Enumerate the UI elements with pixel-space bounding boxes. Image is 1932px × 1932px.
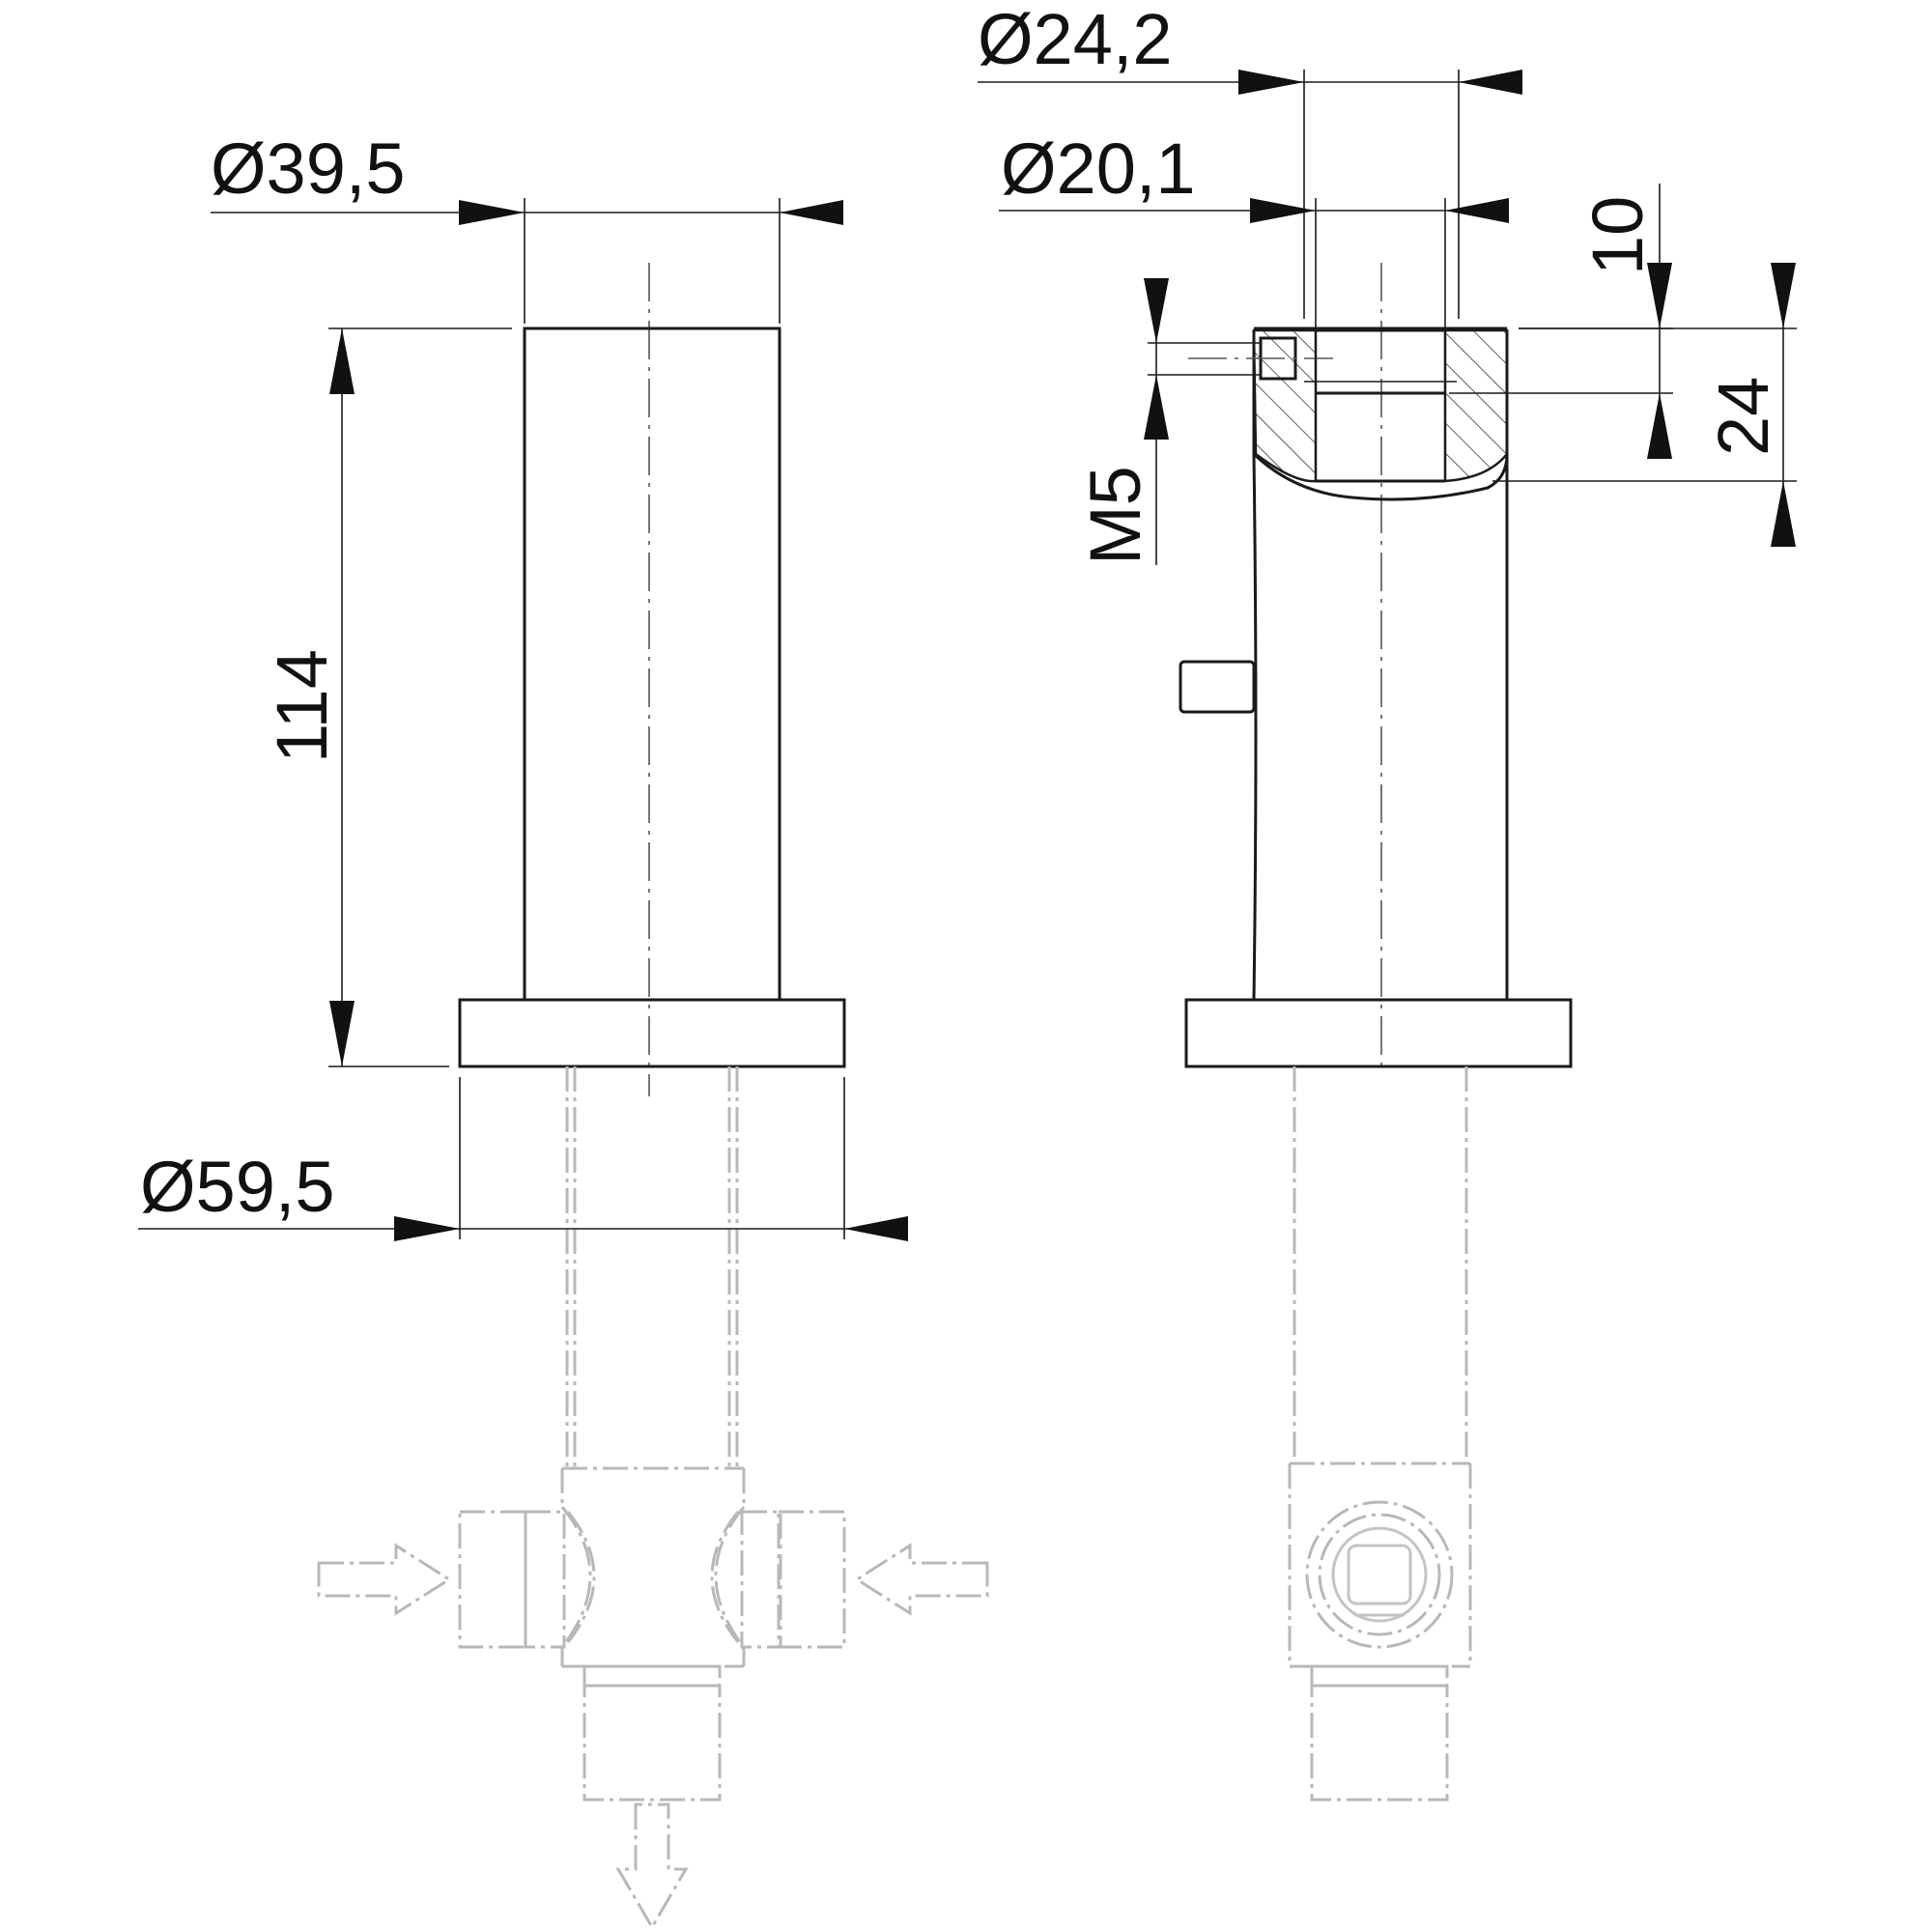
flow-arrow-down: [615, 1803, 689, 1930]
section-hatch-left: [1252, 328, 1318, 483]
right-view: Ø24,2 Ø20,1 10 24: [978, 0, 1797, 1802]
left-view: Ø39,5 114 Ø59,5: [138, 128, 989, 1930]
port-outer-ring: [1305, 1500, 1454, 1649]
dim-text-right-outer: Ø24,2: [978, 0, 1173, 79]
dim-text-left-height: 114: [262, 649, 342, 763]
dim-text-right-24: 24: [1703, 377, 1783, 456]
right-base-flange: [1184, 998, 1573, 1068]
left-base-flange: [458, 998, 846, 1068]
left-tube-body: [523, 327, 781, 1002]
section-hatch-right: [1443, 328, 1509, 483]
flow-arrow-right: [854, 1543, 989, 1616]
dim-thread-m5: M5: [1075, 278, 1261, 565]
dim-right-depth-10: 10: [1449, 184, 1673, 459]
dim-left-height: 114: [262, 327, 512, 1067]
side-pin: [1179, 660, 1256, 714]
dim-left-base-diameter: Ø59,5: [138, 1077, 908, 1241]
left-ghost-assembly: [317, 1066, 989, 1930]
dim-left-top-diameter: Ø39,5: [211, 128, 843, 324]
dim-right-outer-diameter: Ø24,2: [978, 0, 1522, 319]
dim-text-left-base: Ø59,5: [140, 1147, 335, 1227]
break-line: [1252, 452, 1509, 501]
flow-arrow-left: [317, 1543, 452, 1616]
dim-text-thread: M5: [1075, 466, 1155, 565]
dim-right-depth-24: 24: [1492, 263, 1797, 547]
dim-text-right-10: 10: [1577, 196, 1658, 275]
right-tube-body: [1252, 330, 1509, 1001]
dim-text-right-inner: Ø20,1: [1001, 128, 1196, 209]
dim-text-left-top: Ø39,5: [211, 128, 406, 209]
dim-right-inner-diameter: Ø20,1: [999, 128, 1509, 386]
right-ghost-assembly: [1288, 1066, 1472, 1802]
